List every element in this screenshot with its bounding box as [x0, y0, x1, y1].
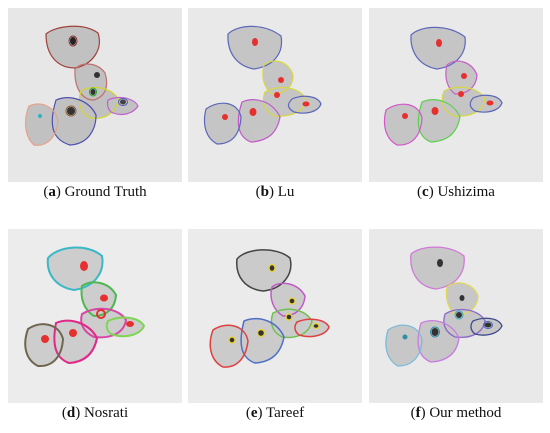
image-ground-truth: [8, 8, 182, 182]
caption-title-e: Tareef: [266, 405, 305, 421]
caption-nosrati: (d) Nosrati: [61, 405, 129, 421]
image-our-method: [369, 229, 543, 403]
caption-lu: (b) Lu: [255, 184, 295, 200]
caption-tareef: (e) Tareef: [245, 405, 305, 421]
caption-title-f: Our method: [429, 405, 502, 421]
caption-ushizima: (c) Ushizima: [417, 184, 495, 200]
caption-label-c: c: [422, 184, 429, 200]
caption-our-method: (f) Our method: [410, 405, 502, 421]
caption-label-d: d: [66, 405, 76, 421]
caption-label-b: b: [260, 184, 269, 200]
caption-label-a: a: [48, 184, 56, 200]
caption-title-a: Ground Truth: [64, 184, 147, 200]
image-lu: [188, 8, 362, 182]
caption-label-f: f: [415, 405, 421, 421]
caption-ground-truth: (a) Ground Truth: [43, 184, 147, 200]
caption-label-e: e: [250, 405, 258, 421]
image-tareef: [188, 229, 362, 403]
caption-title-c: Ushizima: [437, 184, 495, 200]
image-ushizima: [369, 8, 543, 182]
caption-title-b: Lu: [277, 184, 295, 200]
caption-title-d: Nosrati: [83, 405, 129, 421]
image-nosrati: [8, 229, 182, 403]
